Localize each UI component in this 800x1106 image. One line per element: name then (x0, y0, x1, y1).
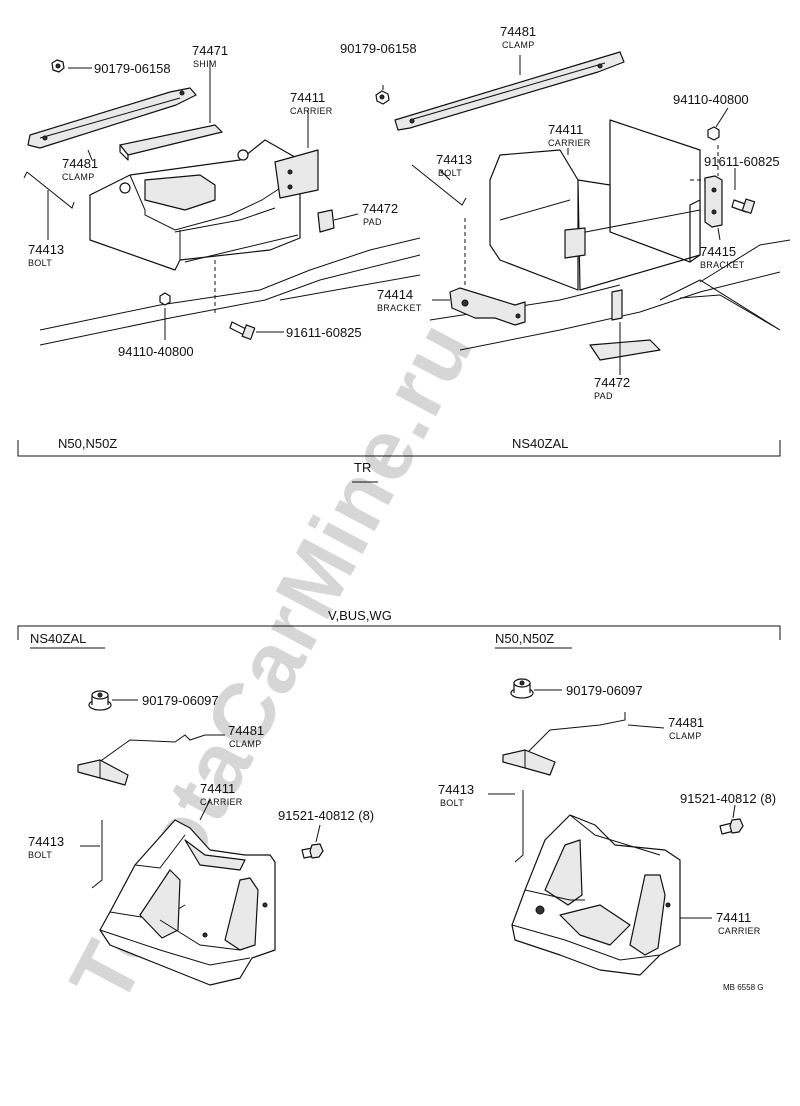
label-74471: 74471 (192, 43, 228, 58)
label-bolt-tl: BOLT (28, 258, 52, 268)
nut-icon-br (510, 678, 534, 699)
clamp-74481-br (502, 712, 626, 776)
label-bolt-tr: BOLT (438, 168, 462, 178)
label-90179-06158-tr: 90179-06158 (340, 41, 417, 56)
label-74472-tr: 74472 (594, 375, 630, 390)
label-91611-60825-tl: 91611-60825 (286, 325, 362, 340)
label-74414: 74414 (377, 287, 413, 302)
label-74411-br: 74411 (716, 910, 751, 925)
label-90179-06158-tl: 90179-06158 (94, 61, 171, 76)
label-shim: SHIM (193, 59, 217, 69)
clamp-74481-tl (27, 87, 197, 149)
section-title-bottom-right: N50,N50Z (495, 631, 554, 646)
bracket-74415 (704, 175, 723, 228)
label-bracket-74414: BRACKET (377, 303, 422, 313)
section-title-vbuswg: V,BUS,WG (328, 608, 392, 623)
bracket-74414 (449, 287, 526, 326)
label-carrier-br: CARRIER (718, 926, 761, 936)
pad-74472-tr (611, 289, 623, 321)
label-74411-tl: 74411 (290, 90, 325, 105)
carrier-74411-bl (99, 819, 276, 986)
carrier-74411-tr (489, 119, 701, 291)
bolt-icon-br-right (719, 818, 744, 835)
label-pad-tr: PAD (594, 391, 613, 401)
label-90179-06097-bl: 90179-06097 (142, 693, 219, 708)
bolt-icon-tr-right (731, 198, 756, 214)
part-labels: 90179-06158 74471 SHIM 74411 CARRIER 744… (28, 24, 780, 936)
section-divider-top (17, 440, 781, 483)
label-carrier-tl: CARRIER (290, 106, 333, 116)
pad-74472-tl (317, 209, 335, 233)
label-74472-tl: 74472 (362, 201, 398, 216)
label-74413-tl: 74413 (28, 242, 64, 257)
label-74481-tr: 74481 (500, 24, 536, 39)
label-carrier-bl: CARRIER (200, 797, 243, 807)
label-bracket-74415: BRACKET (700, 260, 745, 270)
label-91521-40812-bl: 91521-40812 (8) (278, 808, 374, 823)
carrier-74411-tl (89, 139, 319, 271)
label-clamp-tr: CLAMP (502, 40, 535, 50)
label-clamp-tl: CLAMP (62, 172, 95, 182)
nut-icon-tr-top (375, 90, 390, 105)
label-74415: 74415 (700, 244, 736, 259)
label-74481-br: 74481 (668, 715, 704, 730)
bolt-74413-bl (91, 820, 103, 889)
nut-icon-tl-bottom (159, 292, 171, 306)
bolt-74413-tl (23, 171, 75, 209)
bolt-74413-tr (411, 164, 467, 206)
clamp-74481-tr (394, 51, 625, 131)
section-title-bottom-left: NS40ZAL (30, 631, 86, 646)
label-74413-bl: 74413 (28, 834, 64, 849)
bottom-left-assembly (77, 690, 324, 986)
bolt-icon-bl-right (301, 843, 324, 859)
label-74481-bl: 74481 (228, 723, 264, 738)
bolt-icon-tl-bottom (229, 321, 256, 340)
label-bolt-bl: BOLT (28, 850, 52, 860)
label-74411-bl: 74411 (200, 781, 235, 796)
label-94110-40800-tl: 94110-40800 (118, 344, 194, 359)
figure-code: MB 6558 G (723, 983, 763, 992)
label-74413-br: 74413 (438, 782, 474, 797)
bolt-74413-br (514, 790, 524, 863)
shim-74471 (119, 124, 223, 161)
clamp-74481-bl (77, 734, 206, 786)
top-right-assembly (375, 51, 791, 375)
label-74411-tr: 74411 (548, 122, 583, 137)
label-90179-06097-br: 90179-06097 (566, 683, 643, 698)
label-91521-40812-br: 91521-40812 (8) (680, 791, 776, 806)
label-clamp-bl: CLAMP (229, 739, 262, 749)
label-pad-tl: PAD (363, 217, 382, 227)
label-94110-40800-tr: 94110-40800 (673, 92, 749, 107)
nut-icon-tl-top (51, 59, 65, 73)
nut-icon-tr-right (707, 126, 720, 141)
label-clamp-br: CLAMP (669, 731, 702, 741)
section-divider-bottom (17, 625, 781, 649)
carrier-74411-br (511, 814, 681, 976)
nut-icon-bl (88, 690, 112, 711)
label-74413-tr: 74413 (436, 152, 472, 167)
section-title-tr: TR (354, 460, 371, 475)
label-74481-tl: 74481 (62, 156, 98, 171)
section-title-top-right: NS40ZAL (512, 436, 568, 451)
label-carrier-tr: CARRIER (548, 138, 591, 148)
section-titles: N50,N50Z NS40ZAL TR V,BUS,WG NS40ZAL N50… (30, 436, 568, 646)
label-bolt-br: BOLT (440, 798, 464, 808)
top-left-assembly (23, 59, 421, 346)
section-title-top-left: N50,N50Z (58, 436, 117, 451)
label-91611-60825-tr: 91611-60825 (704, 154, 780, 169)
bottom-right-assembly (488, 678, 744, 976)
